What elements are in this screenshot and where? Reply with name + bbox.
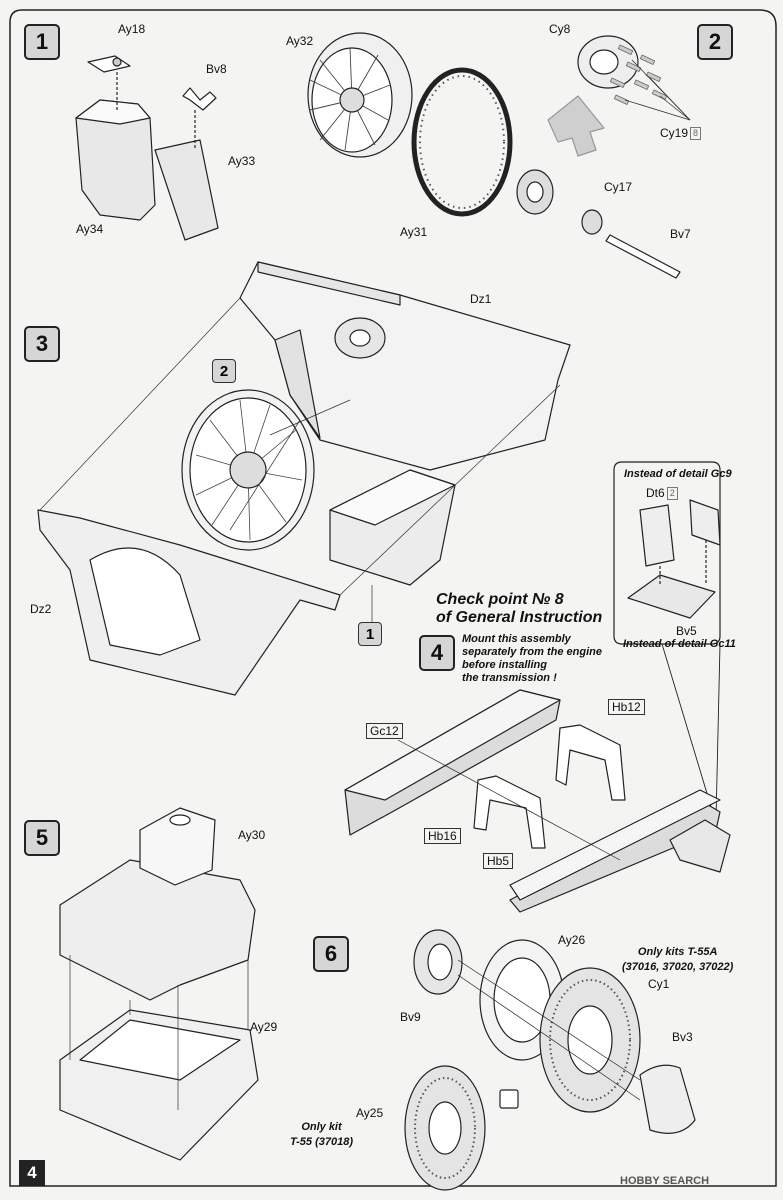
part-label: Ay25 [356, 1106, 384, 1120]
part-label: Bv3 [672, 1030, 693, 1044]
detail-callout [613, 461, 721, 821]
detail-bottom-note: Instead of detail Gc11 [623, 638, 736, 650]
step2-drawing [307, 32, 691, 279]
part-label: Bv7 [670, 227, 691, 241]
step1-drawing [75, 55, 219, 241]
step-1-badge: 1 [24, 24, 60, 60]
checkpoint-title: Check point № 8 of General Instruction [436, 591, 603, 626]
step-6-badge: 6 [313, 936, 349, 972]
part-label: Ay34 [76, 222, 104, 236]
part-label: Ay30 [238, 828, 266, 842]
part-label: Ay29 [250, 1020, 278, 1034]
quantity-badge: 8 [690, 127, 702, 141]
watermark: HOBBY SEARCH [620, 1175, 710, 1187]
page-frame [9, 9, 777, 1187]
part-label: Bv8 [206, 62, 227, 76]
part-label: Ay32 [286, 34, 314, 48]
part-label: Ay18 [118, 22, 146, 36]
step-2-badge: 2 [697, 24, 733, 60]
step6-drawing [404, 929, 696, 1191]
part-label: Bv9 [400, 1010, 421, 1024]
kit-note-b: Only kit T-55 (37018) [290, 1121, 353, 1148]
part-label: Dz1 [470, 292, 492, 306]
detail-top-note: Instead of detail Gc9 [624, 468, 732, 480]
ref-step-1-badge: 1 [358, 622, 382, 646]
part-label: Bv5 [676, 624, 697, 638]
quantity-badge: 2 [666, 487, 678, 501]
part-label: Cy17 [604, 180, 633, 194]
step-3-badge: 3 [24, 326, 60, 362]
part-label: Ay31 [400, 225, 428, 239]
page-number: 4 [19, 1160, 45, 1186]
part-label: Cy8 [549, 22, 571, 36]
kit-note-a: Only kits T-55A (37016, 37020, 37022) [622, 946, 734, 973]
part-label: Ay33 [228, 154, 256, 168]
step-4-badge: 4 [419, 635, 455, 671]
step3-drawing [37, 261, 571, 696]
ref-step-2-badge: 2 [212, 359, 236, 383]
part-label: Hb12 [608, 699, 645, 715]
step5-drawing [59, 807, 259, 1161]
assembly-note: Mount this assembly separately from the … [462, 633, 602, 684]
step-5-badge: 5 [24, 820, 60, 856]
part-label: Hb16 [424, 828, 461, 844]
part-label: Dz2 [30, 602, 52, 616]
step4-drawing [344, 689, 731, 913]
part-label: Gc12 [366, 723, 403, 739]
part-label: Ay26 [558, 933, 586, 947]
part-label: Cy1 [648, 977, 670, 991]
part-label: Hb5 [483, 853, 514, 869]
